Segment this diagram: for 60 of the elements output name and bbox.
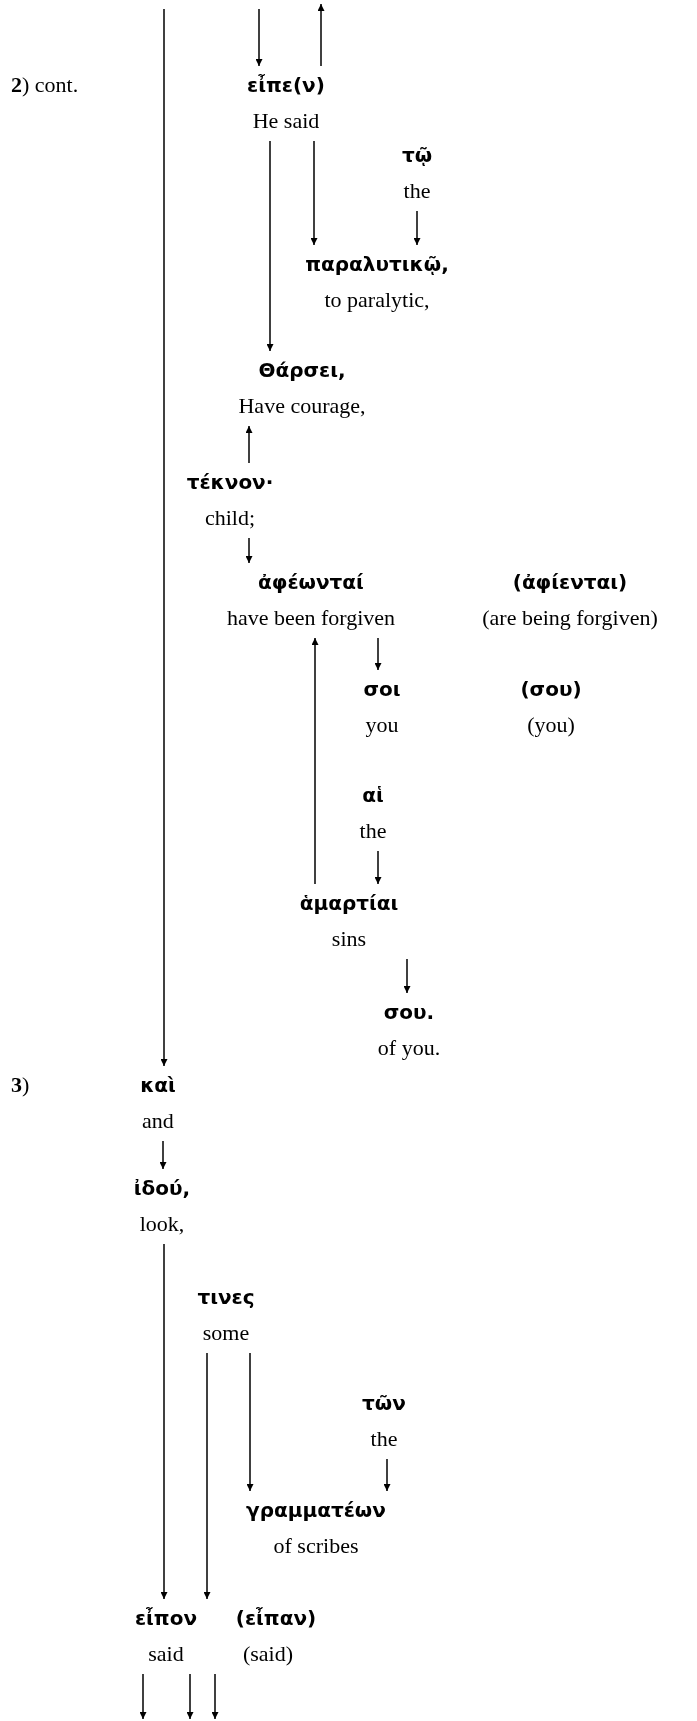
greek-word: σου. (383, 999, 435, 1026)
verse-number: 2) cont. (11, 71, 79, 99)
alternate-reading: (εἶπαν) (235, 1605, 317, 1632)
english-gloss: He said (252, 107, 320, 135)
arrow (139, 1673, 147, 1720)
greek-word: γραμματέων (246, 1497, 386, 1524)
arrow (160, 8, 168, 1067)
greek-word: ἁμαρτίαι (299, 890, 399, 917)
arrow (160, 1243, 168, 1600)
arrow (246, 1352, 254, 1492)
alternate-gloss: (you) (527, 711, 575, 739)
greek-word: παραλυτικῷ, (305, 251, 449, 278)
greek-word: εἶπον (134, 1605, 198, 1632)
arrow (203, 1352, 211, 1600)
greek-word: τινες (197, 1284, 255, 1311)
english-gloss: the (359, 817, 387, 845)
alternate-reading: (ἀφίενται) (512, 569, 628, 596)
english-gloss: sins (331, 925, 367, 953)
english-gloss: the (370, 1425, 398, 1453)
arrow (255, 8, 263, 67)
arrow (311, 637, 319, 885)
greek-word: τῶν (362, 1390, 406, 1417)
english-gloss: look, (139, 1210, 185, 1238)
verse-number: 3) (11, 1071, 30, 1099)
arrow (317, 3, 325, 67)
alternate-gloss: (are being forgiven) (482, 604, 658, 632)
english-gloss: said (148, 1640, 184, 1668)
arrow (413, 210, 421, 246)
arrow (403, 958, 411, 994)
english-gloss: of you. (377, 1034, 441, 1062)
arrow (211, 1673, 219, 1720)
arrow (383, 1458, 391, 1492)
greek-word: ἰδού, (133, 1175, 191, 1202)
greek-word: καὶ (140, 1072, 176, 1099)
english-gloss: child; (204, 504, 256, 532)
alternate-reading: (σου) (520, 676, 582, 703)
alternate-gloss: (said) (242, 1640, 294, 1668)
arrow (245, 537, 253, 564)
arrow (159, 1140, 167, 1170)
english-gloss: have been forgiven (226, 604, 396, 632)
english-gloss: you (365, 711, 399, 739)
arrow (374, 637, 382, 671)
greek-word: τῷ (401, 142, 433, 169)
greek-word: εἶπε(ν) (247, 72, 325, 99)
greek-word: σοι (363, 676, 401, 703)
greek-word: αἱ (362, 782, 384, 809)
greek-word: ἀφέωνταί (258, 569, 364, 596)
arrow (310, 140, 318, 246)
arrow (186, 1673, 194, 1720)
greek-word: τέκνον· (186, 469, 274, 496)
english-gloss: Have courage, (238, 392, 366, 420)
greek-word: Θάρσει, (258, 357, 346, 384)
english-gloss: of scribes (273, 1532, 359, 1560)
english-gloss: and (142, 1107, 174, 1135)
english-gloss: the (403, 177, 431, 205)
arrow (374, 850, 382, 885)
english-gloss: some (202, 1319, 250, 1347)
arrow (266, 140, 274, 352)
english-gloss: to paralytic, (324, 286, 430, 314)
arrow (245, 425, 253, 464)
